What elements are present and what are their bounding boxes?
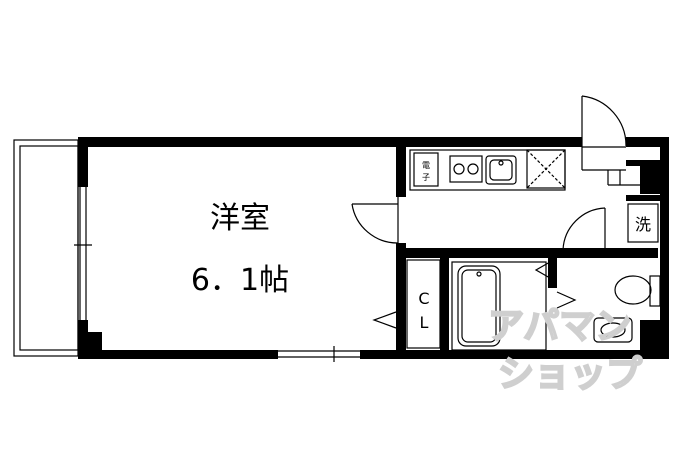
closet-label-bottom: L: [420, 313, 429, 332]
washer-space: 洗: [627, 203, 659, 243]
toilet-icon: [614, 275, 652, 305]
toilet: [556, 275, 661, 343]
room-size: 6．1帖: [191, 263, 289, 298]
interior-walls: [396, 137, 660, 359]
entrance-step: [607, 170, 640, 186]
fridge-space: [526, 149, 566, 189]
washbasin-icon: [593, 317, 633, 343]
toilet-door: [562, 207, 606, 252]
balcony: [13, 139, 79, 357]
balcony-window: [74, 187, 92, 320]
closet-label-top: C: [418, 289, 429, 308]
watermark-line2: ショップ: [498, 354, 642, 395]
watermark-line1: アパマン: [488, 306, 631, 347]
bathtub-icon: [457, 265, 501, 347]
kitchen-counter: 電 子: [409, 149, 566, 191]
stove-icon: [449, 155, 483, 183]
outer-walls: [78, 137, 669, 359]
bottom-window: [278, 346, 360, 362]
entrance-door: [581, 95, 627, 171]
room-door: [351, 197, 399, 244]
washer-label: 洗: [635, 215, 651, 234]
sink-icon: [485, 155, 517, 185]
bathtub: [451, 261, 551, 351]
appliance-label-top: 電: [422, 161, 430, 170]
closet: C L: [372, 259, 441, 349]
room-name: 洋室: [210, 201, 270, 236]
appliance-label-bottom: 子: [422, 173, 430, 182]
watermark-logo: アパマン ショップ: [487, 305, 643, 396]
